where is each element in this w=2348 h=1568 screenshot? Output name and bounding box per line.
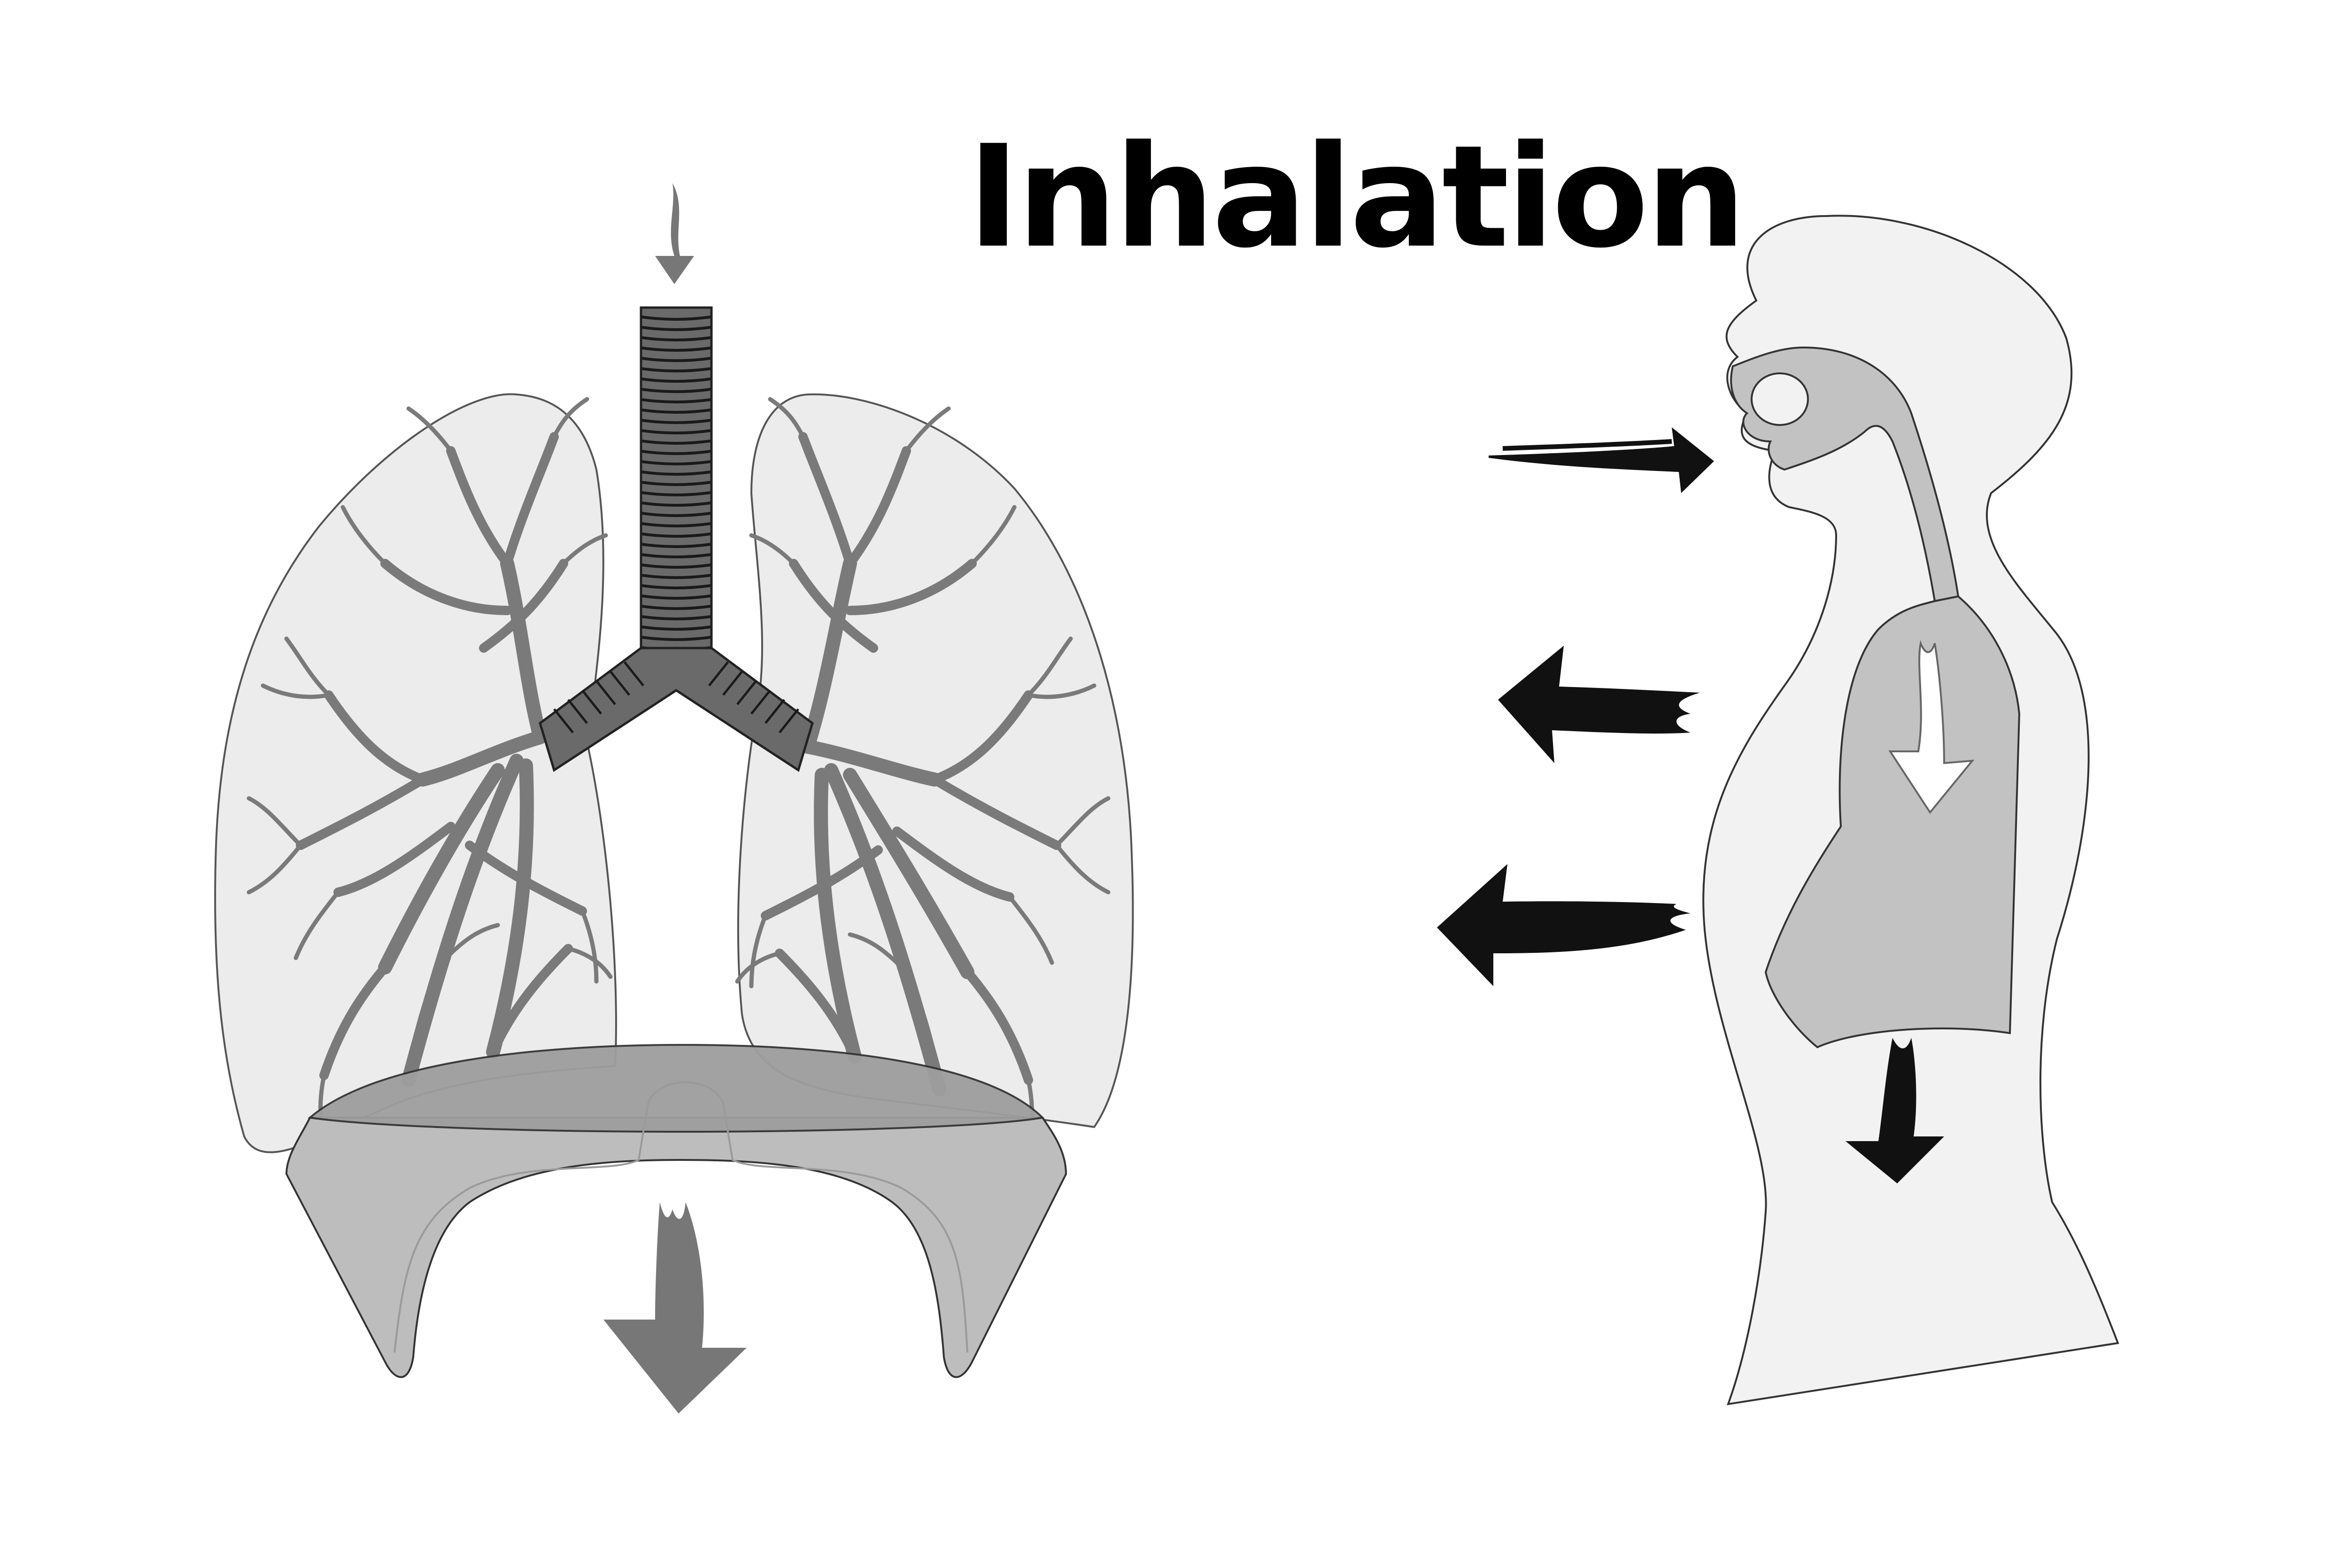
trachea-ring bbox=[641, 584, 711, 589]
trachea-ring bbox=[641, 429, 711, 434]
trachea-ring bbox=[641, 564, 711, 569]
trachea-ring bbox=[641, 595, 711, 600]
trachea-ring bbox=[641, 512, 711, 517]
trachea-ring bbox=[641, 605, 711, 610]
trachea-ring bbox=[641, 419, 711, 424]
body-lung bbox=[1764, 595, 2021, 1049]
trachea-ring bbox=[641, 440, 711, 445]
right-bronchial-tree bbox=[735, 397, 1111, 1143]
body-profile bbox=[1702, 215, 2119, 1406]
trachea-ring bbox=[641, 522, 711, 527]
trachea-ring bbox=[641, 316, 711, 321]
trachea-ring bbox=[641, 491, 711, 496]
lung-air-arrow-icon bbox=[1888, 640, 1975, 814]
trachea-ring bbox=[641, 326, 711, 331]
trachea-ring bbox=[641, 636, 711, 641]
trachea-ring bbox=[641, 460, 711, 465]
trachea-ring bbox=[641, 502, 711, 507]
trachea-ring bbox=[641, 533, 711, 538]
abdomen-expand-arrow-icon bbox=[1437, 864, 1691, 986]
trachea-ring bbox=[641, 481, 711, 486]
trachea-ring bbox=[641, 574, 711, 579]
left-bronchial-tree bbox=[247, 397, 613, 1139]
diaphragm bbox=[285, 1043, 1067, 1378]
trachea-ring bbox=[641, 543, 711, 548]
chest-expand-arrow-icon bbox=[1498, 646, 1700, 763]
diaphragm-down-arrow-icon bbox=[603, 1202, 747, 1414]
trachea-ring bbox=[641, 626, 711, 631]
trachea-ring bbox=[641, 409, 711, 414]
diaphragm-descend-arrow-icon bbox=[1846, 1038, 1944, 1183]
trachea-ring bbox=[641, 398, 711, 403]
trachea-ring bbox=[641, 336, 711, 341]
trachea-ring bbox=[641, 367, 711, 372]
lungs-illustration bbox=[214, 183, 1134, 1414]
trachea-ring bbox=[641, 388, 711, 393]
trachea-ring bbox=[641, 553, 711, 558]
trachea-ring bbox=[641, 615, 711, 620]
trachea-ring bbox=[641, 450, 711, 455]
air-in-arrow-icon bbox=[655, 183, 694, 284]
trachea-ring bbox=[641, 357, 711, 362]
trachea-ring bbox=[641, 471, 711, 476]
trachea-ring bbox=[641, 347, 711, 352]
trachea-ring bbox=[641, 378, 711, 383]
page-title: Inhalation bbox=[967, 115, 1746, 279]
trachea bbox=[539, 306, 814, 772]
intake-arrow-icon bbox=[1489, 427, 1714, 493]
